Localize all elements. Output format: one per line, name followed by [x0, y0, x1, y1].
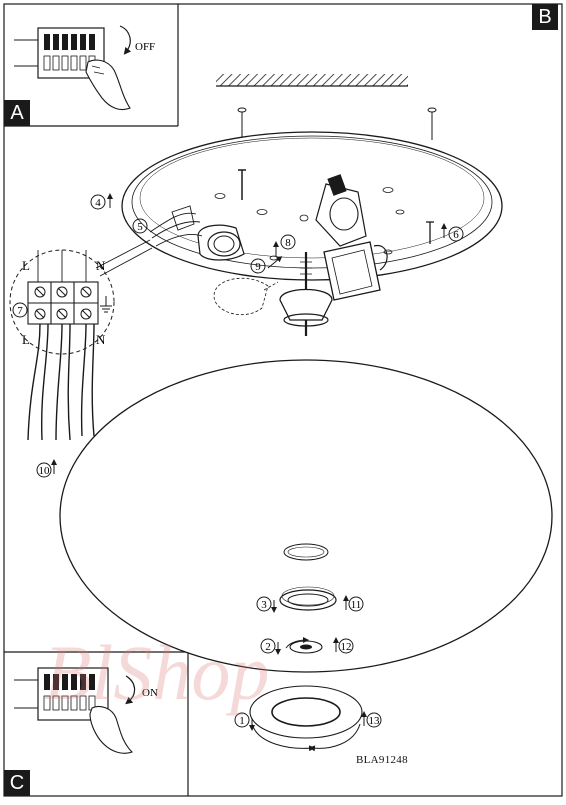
panel-b-letter: B	[532, 4, 558, 30]
terminal-label-l-top: L	[22, 258, 30, 273]
step-12: 12	[341, 641, 352, 653]
step-7: 7	[17, 305, 23, 317]
ceiling-hatch	[216, 74, 408, 86]
step-11: 11	[351, 599, 362, 611]
step-2: 2	[265, 641, 271, 653]
step-3: 3	[261, 599, 267, 611]
ceiling-screw-right	[428, 108, 436, 140]
step-4: 4	[95, 197, 101, 209]
base-plate	[122, 132, 502, 280]
switch-off-label: OFF	[135, 41, 155, 53]
lamp-holder-left	[198, 225, 244, 260]
product-code: BLA91248	[356, 754, 408, 766]
step-8: 8	[285, 237, 291, 249]
center-cap	[280, 290, 332, 321]
step-13: 13	[369, 715, 381, 727]
hand-icon	[86, 60, 130, 109]
terminal-block-detail	[10, 240, 152, 354]
rotate-arrow-icon-c	[126, 676, 135, 702]
panel-c-switch-on	[14, 668, 135, 753]
rotate-arrow-icon	[120, 26, 130, 52]
switch-on-label: ON	[142, 687, 158, 699]
panel-a-switch-off	[14, 26, 130, 110]
panel-a-letter: A	[4, 100, 30, 126]
step-10: 10	[39, 465, 51, 477]
terminal-label-l-bottom: L	[22, 332, 30, 347]
terminal-label-n-top: N	[96, 258, 106, 273]
step-9: 9	[255, 261, 261, 273]
step-6: 6	[453, 229, 459, 241]
panel-c-letter: C	[4, 770, 30, 796]
step-1: 1	[239, 715, 245, 727]
terminal-label-n-bottom: N	[96, 332, 106, 347]
glass-diffuser	[60, 360, 552, 672]
hand-icon-c	[90, 706, 132, 753]
glass-ring	[250, 686, 362, 748]
step-5: 5	[137, 221, 143, 233]
ceiling-screw-left	[238, 108, 246, 140]
bulb-dashed	[214, 278, 278, 314]
